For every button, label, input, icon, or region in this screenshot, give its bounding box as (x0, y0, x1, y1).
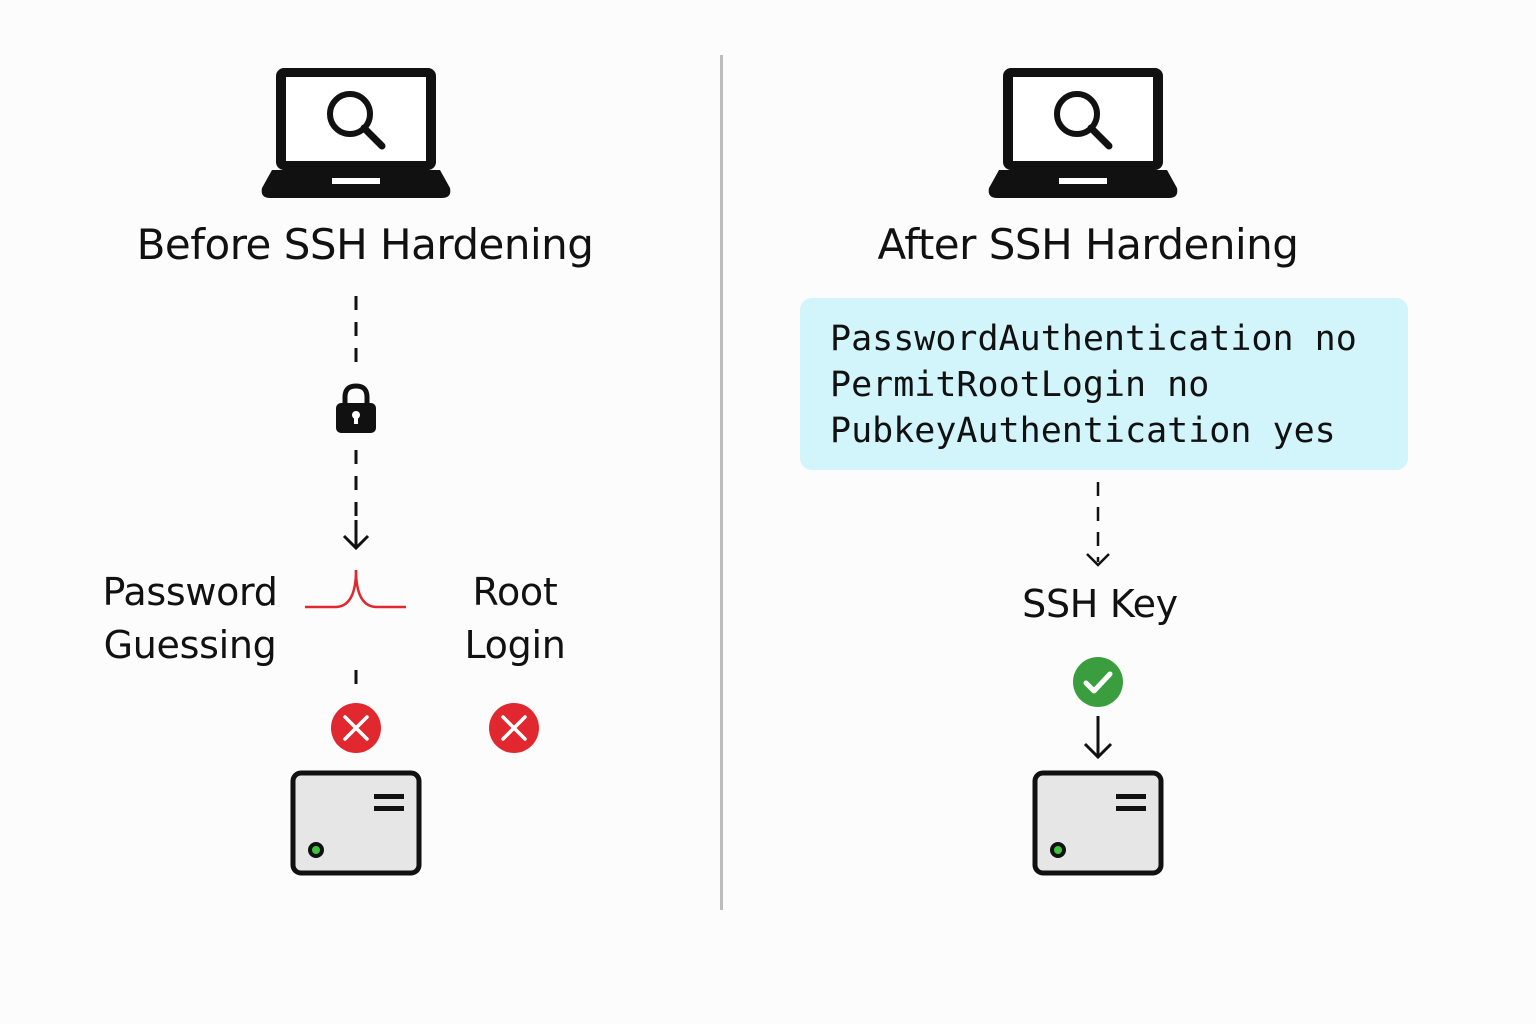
config-line-permit-root: PermitRootLogin no (830, 365, 1210, 405)
root-login-line-2: Login (464, 623, 566, 667)
check-circle-icon (1073, 657, 1123, 707)
config-line-password-auth: PasswordAuthentication no (830, 319, 1357, 359)
password-guessing-line-1: Password (102, 570, 278, 614)
before-panel: Before SSH Hardening Password Guessing R… (0, 0, 720, 1024)
fork-icon (305, 569, 406, 609)
ssh-key-label: SSH Key (1022, 582, 1178, 626)
arrow-down-icon (342, 520, 370, 551)
root-login-label: Root Login (440, 566, 590, 672)
password-guessing-label: Password Guessing (90, 566, 290, 672)
arrow-down-icon (1083, 716, 1113, 760)
laptop-search-icon (988, 68, 1178, 198)
before-flow-connector (354, 296, 358, 684)
after-title: After SSH Hardening (877, 220, 1299, 269)
arrow-down-icon (1086, 482, 1110, 567)
password-guessing-line-2: Guessing (103, 623, 277, 667)
server-icon (1032, 770, 1164, 876)
root-login-line-1: Root (472, 570, 558, 614)
laptop-search-icon (261, 68, 451, 198)
lock-icon (336, 383, 376, 433)
panel-divider (720, 55, 723, 910)
config-line-pubkey-auth: PubkeyAuthentication yes (830, 411, 1336, 451)
server-icon (290, 770, 422, 876)
sshd-config-box: PasswordAuthentication no PermitRootLogi… (800, 298, 1408, 470)
before-title: Before SSH Hardening (136, 220, 594, 269)
x-circle-icon (489, 703, 539, 753)
x-circle-icon (331, 703, 381, 753)
after-panel: After SSH Hardening (723, 0, 1536, 1024)
